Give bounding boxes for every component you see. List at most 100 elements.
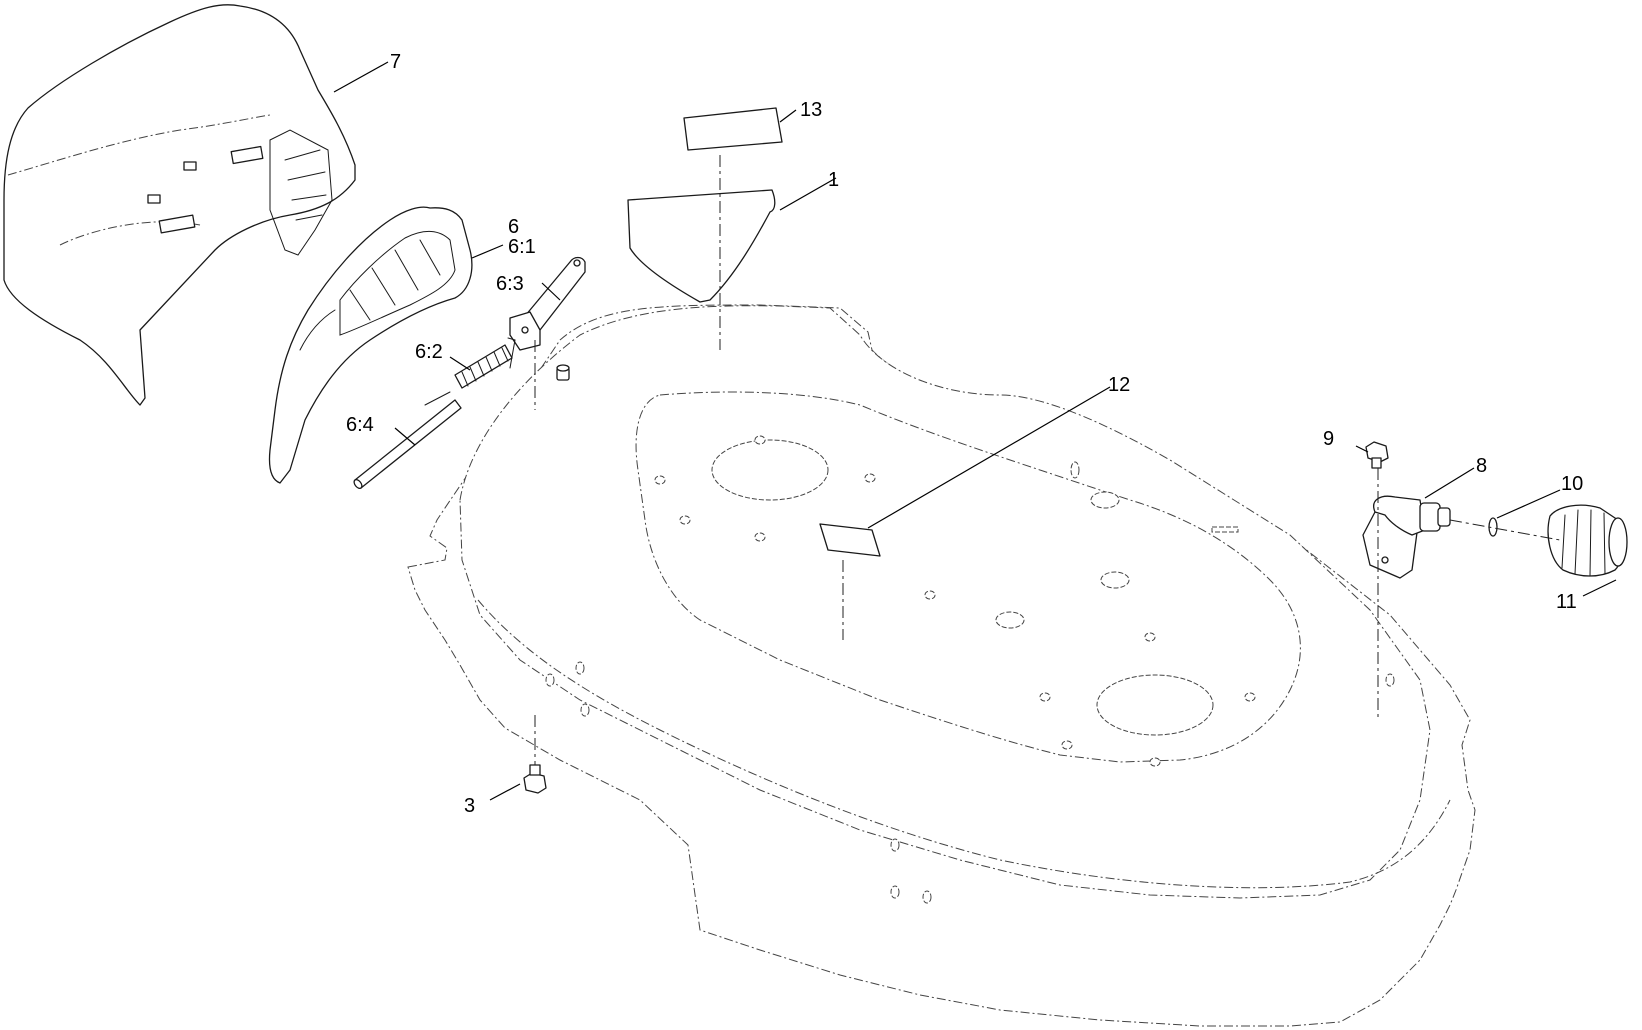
chute-tab	[230, 145, 264, 165]
chute-body	[3, 4, 356, 406]
bracket-hole	[521, 326, 529, 334]
decal-1	[627, 189, 776, 303]
chute-fin	[284, 149, 321, 161]
chute-hidden-line	[7, 114, 271, 176]
callout-6-4: 6:4	[346, 414, 374, 436]
side-hole	[1385, 673, 1395, 687]
bracket-arm	[519, 256, 586, 337]
rod-end	[353, 478, 363, 490]
leader-6	[471, 244, 504, 259]
side-hole	[580, 703, 590, 717]
callout-10: 10	[1561, 473, 1583, 495]
deck-hole	[1090, 491, 1120, 509]
deck-skirt-edge	[477, 599, 1451, 889]
leader-12	[867, 386, 1111, 529]
slot	[1070, 461, 1080, 479]
leader-6-2	[449, 356, 471, 371]
fitting-tip	[1437, 507, 1451, 527]
leader-13	[779, 109, 797, 123]
spring-arm	[424, 391, 451, 406]
cap-ribs	[1561, 509, 1606, 577]
deflector-assembly	[268, 206, 473, 484]
callout-7: 7	[390, 51, 401, 73]
fitting-hole	[1381, 556, 1389, 564]
callout-6-3: 6:3	[496, 273, 524, 295]
bushing	[556, 364, 570, 381]
torsion-spring	[424, 337, 516, 406]
bracket-hole	[573, 259, 581, 267]
leader-6-3	[541, 282, 561, 301]
callout-3: 3	[464, 795, 475, 817]
deflector-body	[268, 206, 473, 484]
bolt-hole	[1244, 692, 1256, 702]
callout-13: 13	[800, 99, 822, 121]
chute-fin	[291, 194, 327, 201]
bolt-hole	[1149, 757, 1161, 767]
bolt-shank	[529, 764, 541, 776]
callout-12: 12	[1108, 374, 1130, 396]
fitting-nozzle	[1419, 502, 1441, 532]
callout-8: 8	[1476, 455, 1487, 477]
side-hole	[575, 661, 585, 675]
spring-coil	[454, 344, 513, 389]
chute-inner-edge	[269, 129, 333, 256]
side-hole	[890, 838, 900, 852]
callout-6-2: 6:2	[415, 341, 443, 363]
chute-slot	[147, 194, 161, 204]
callout-6: 6	[508, 216, 519, 238]
washout-fitting	[1362, 495, 1451, 579]
leader-10	[1496, 489, 1561, 519]
bolt-hole	[679, 515, 691, 525]
deflector-edge	[299, 309, 336, 351]
bolt-9	[1365, 441, 1389, 469]
mower-deck	[407, 304, 1476, 1027]
hose-cap	[1547, 504, 1628, 577]
leader-9	[1355, 445, 1369, 453]
bolt-hole	[754, 532, 766, 542]
spindle-hole-right	[1096, 674, 1214, 736]
bolt-hole	[1144, 632, 1156, 642]
bolt-9-shank	[1371, 457, 1382, 469]
chute-slot	[183, 161, 197, 171]
leader-6-4	[394, 427, 416, 446]
deck-hole	[995, 611, 1025, 629]
bolt-3	[523, 764, 547, 794]
deflector-inner	[339, 231, 456, 336]
discharge-chute	[3, 4, 356, 406]
callout-6-1: 6:1	[508, 236, 536, 258]
bushing-top	[556, 364, 570, 372]
decal-13	[683, 107, 783, 151]
deflector-rib	[394, 249, 419, 291]
leader-8	[1424, 467, 1475, 499]
callout-1: 1	[828, 169, 839, 191]
deflector-rib	[419, 239, 441, 276]
slot	[1211, 526, 1239, 533]
spring-turns	[461, 347, 509, 387]
deflector-rib	[349, 289, 371, 321]
leader-11	[1582, 579, 1617, 597]
decal-12	[819, 523, 881, 557]
bolt-hole	[654, 475, 666, 485]
side-hole	[545, 673, 555, 687]
callout-11: 11	[1556, 591, 1577, 613]
spindle-hole-left	[711, 439, 829, 501]
centerline-cap	[1449, 519, 1561, 541]
deck-hole	[1100, 571, 1130, 589]
bolt-9-head	[1365, 441, 1389, 463]
chute-tab	[158, 214, 196, 234]
bolt-head	[523, 772, 547, 794]
deflector-rib	[371, 267, 396, 306]
bolt-hole	[1061, 740, 1073, 750]
leader-1	[779, 177, 837, 211]
leader-7	[333, 61, 389, 93]
pivot-bracket	[509, 256, 586, 351]
bolt-hole	[924, 590, 936, 600]
bolt-hole	[754, 435, 766, 445]
chute-fin	[287, 171, 326, 181]
callout-9: 9	[1323, 428, 1334, 450]
bolt-hole	[1039, 692, 1051, 702]
leader-3	[489, 783, 521, 801]
side-hole	[922, 890, 932, 904]
